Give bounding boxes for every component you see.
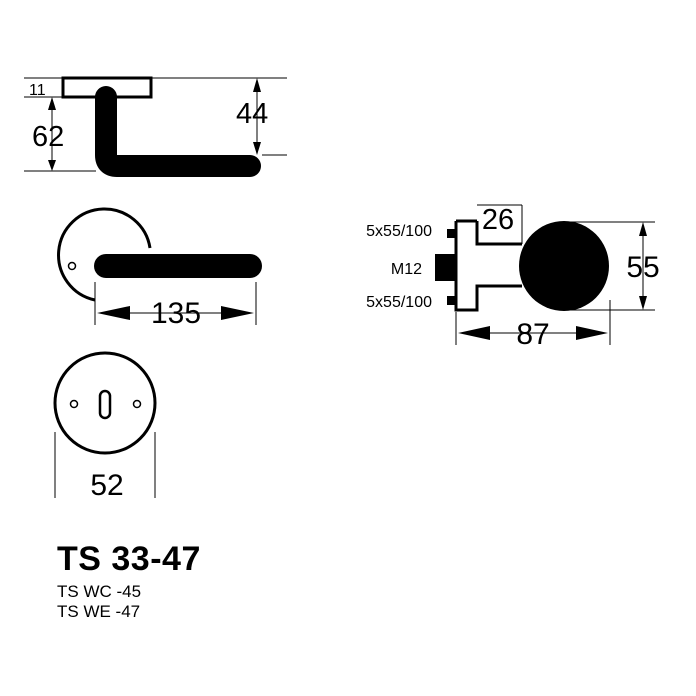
lever-top-arm (94, 254, 262, 278)
dim-knob-diameter: 55 (626, 251, 659, 284)
label-spindle: M12 (391, 261, 422, 278)
lever-side-arm (95, 86, 261, 177)
knob-ball (519, 221, 609, 311)
dim-total-height: 62 (32, 121, 64, 153)
lever-rosette-arc (57, 207, 152, 302)
spindle-block (435, 254, 456, 281)
variant-we: TS WE -47 (57, 602, 141, 621)
keyhole-rosette: 52 (53, 351, 157, 502)
lever-top-view: 135 (57, 207, 262, 330)
label-screw-top: 5x55/100 (366, 223, 432, 240)
product-code: TS 33-47 (57, 540, 201, 578)
dim-neck: 26 (482, 204, 514, 236)
knob-side-view: 26 55 87 5x55/100 M12 5x55/100 (366, 204, 660, 351)
dim-lever-length: 135 (151, 297, 201, 330)
dim-offset: 44 (236, 98, 268, 130)
label-screw-bottom: 5x55/100 (366, 294, 432, 311)
rosette-screw-hole (67, 261, 77, 271)
dim-knob-length: 87 (516, 318, 549, 351)
keyhole-icon (98, 389, 112, 420)
dim-rosette-diameter: 52 (90, 469, 123, 502)
dim-thickness: 11 (29, 82, 46, 99)
variant-wc: TS WC -45 (57, 582, 142, 601)
lever-side-view: 11 62 44 (24, 76, 287, 177)
